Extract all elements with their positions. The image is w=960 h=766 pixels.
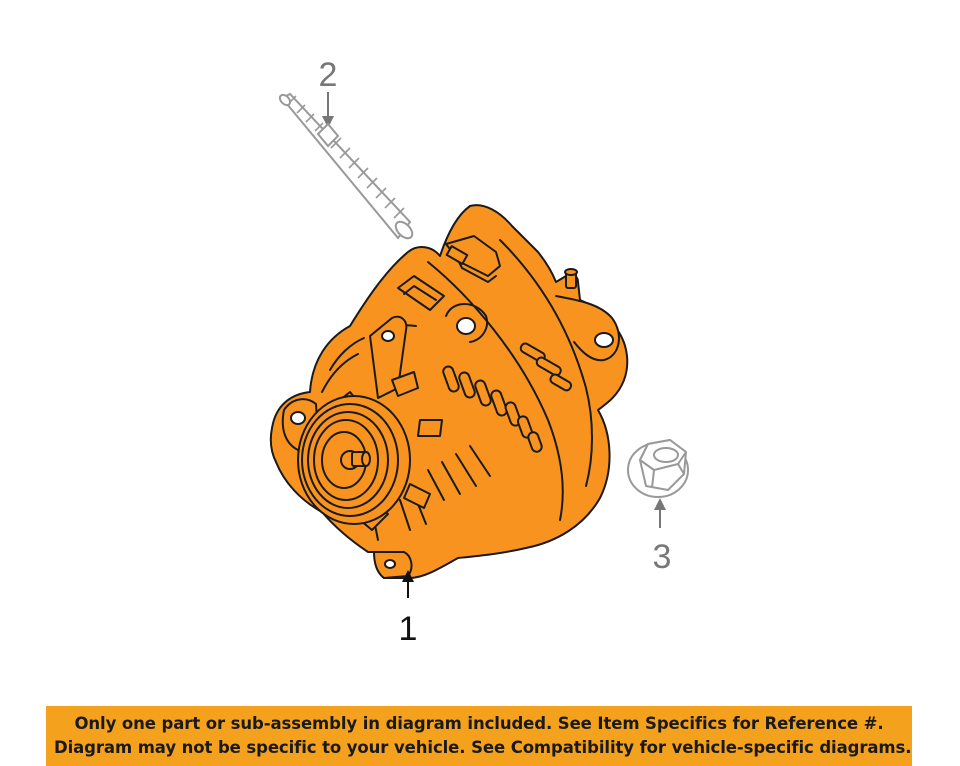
callout-3: 3 bbox=[653, 498, 672, 576]
flange-nut bbox=[627, 439, 689, 498]
callout-1-number: 1 bbox=[399, 610, 418, 648]
disclaimer-line-2: Diagram may not be specific to your vehi… bbox=[54, 738, 912, 757]
parts-diagram: 2 bbox=[269, 56, 689, 648]
alternator-assembly bbox=[269, 204, 629, 579]
callout-2: 2 bbox=[319, 56, 338, 128]
callout-3-number: 3 bbox=[653, 538, 672, 576]
disclaimer-banner: Only one part or sub-assembly in diagram… bbox=[46, 706, 912, 766]
callout-2-number: 2 bbox=[319, 56, 338, 94]
disclaimer-line-1: Only one part or sub-assembly in diagram… bbox=[74, 714, 884, 733]
callout-1: 1 bbox=[399, 570, 418, 648]
stud-bolt bbox=[278, 92, 414, 240]
